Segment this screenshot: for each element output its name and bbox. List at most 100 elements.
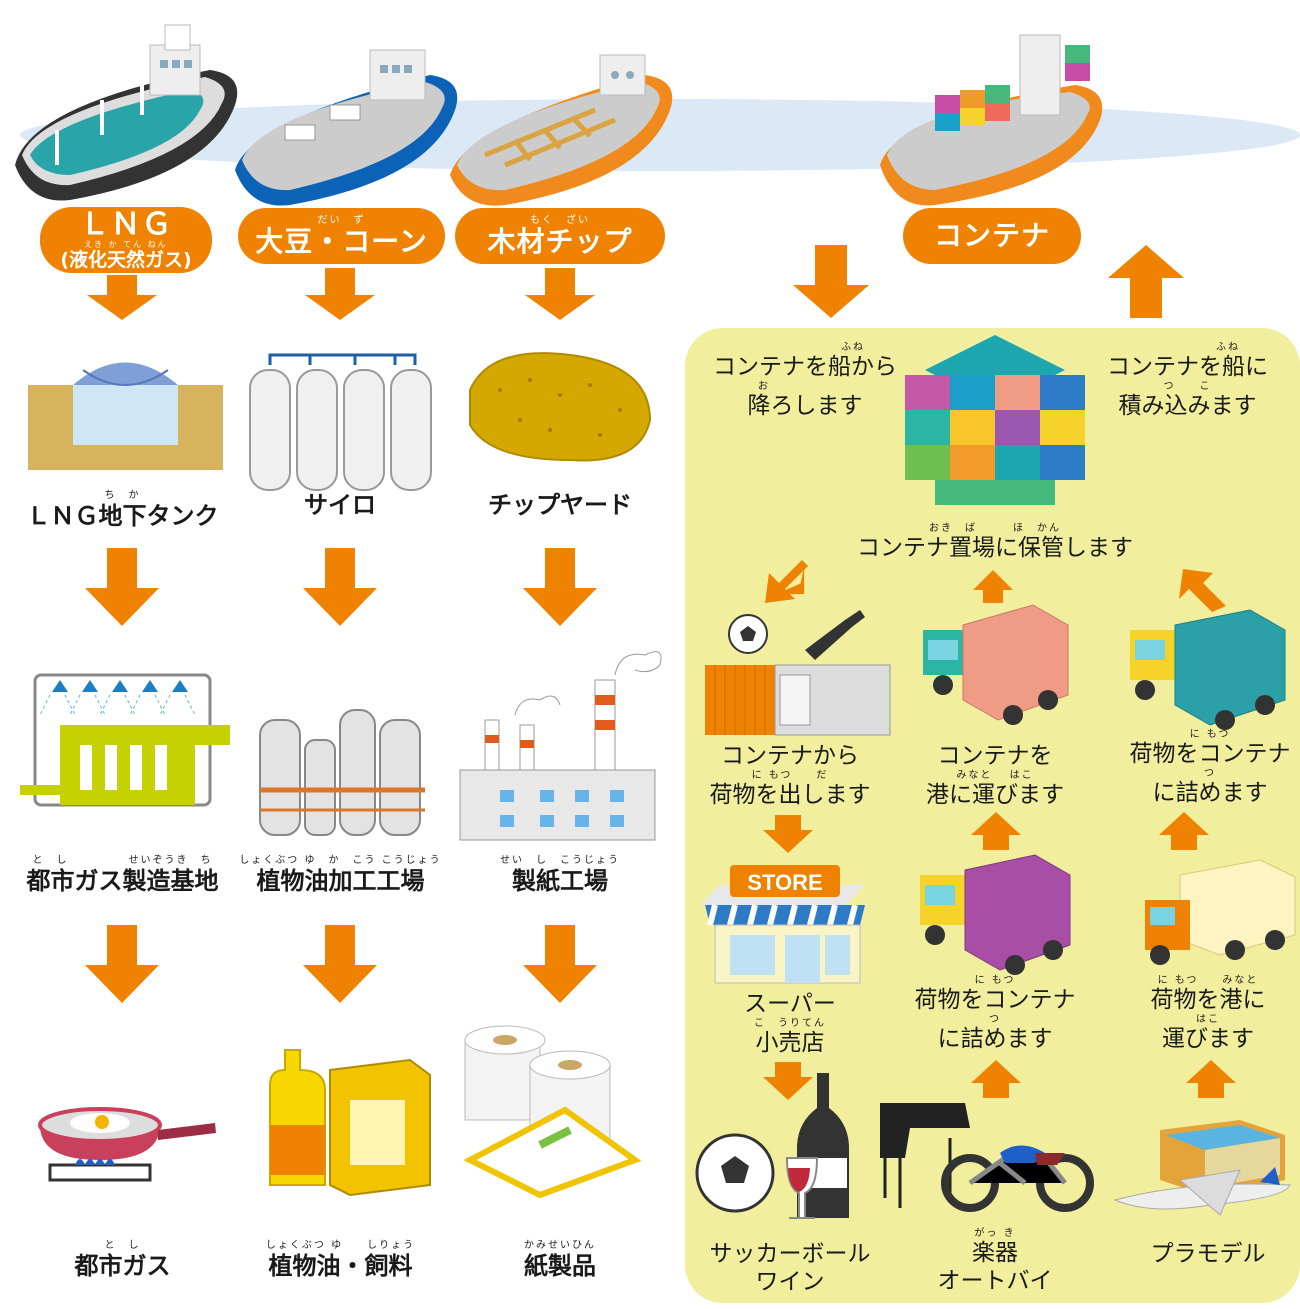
export-step-1-ruby1: に もつ	[1189, 729, 1231, 740]
import-step-2: スーパー こ うりてん 小売店	[695, 990, 885, 1057]
arrow-down-icon	[87, 275, 157, 320]
arrow-down-icon	[305, 268, 375, 320]
oil-plant-illustration	[259, 709, 425, 836]
arrow-down-icon	[763, 815, 813, 853]
soccer-ball-icon	[728, 614, 768, 654]
soy-step-3-ruby: しょくぶつ ゆ しりょう	[265, 1240, 416, 1251]
soy-pill: だい ず 大豆・コーン	[238, 208, 445, 264]
import-step-3: サッカーボール ワイン	[695, 1240, 885, 1296]
middle-step-1-ruby: みなと はこ	[956, 770, 1034, 781]
load-line2: 積み込みます	[1118, 393, 1257, 419]
unload-ruby: ふね	[841, 342, 865, 353]
load-ruby2: つ こ	[1163, 381, 1212, 392]
export-step-2: に もつ みなと 荷物を港に はこ 運びます	[1113, 975, 1300, 1053]
arrow-up-icon	[1108, 245, 1184, 318]
delivery-truck-illustration	[1145, 859, 1296, 965]
arrow-up-icon	[971, 812, 1021, 850]
import-step-3-line2: ワイン	[755, 1269, 825, 1295]
soy-ruby: だい ず	[317, 214, 366, 226]
wood-pill: もく ざい 木材チップ	[455, 208, 665, 264]
arrow-up-icon	[973, 570, 1013, 603]
silo-illustration	[249, 353, 432, 491]
arrow-down-left-icon	[765, 560, 808, 603]
middle-step-1-line1: コンテナを	[937, 743, 1053, 769]
truck-container-illustration	[923, 604, 1069, 725]
middle-step-3: がっ き 楽器 オートバイ	[900, 1228, 1090, 1295]
arrow-up-left-icon	[1179, 569, 1226, 612]
arrow-down-icon	[525, 268, 595, 320]
arrow-down-icon	[85, 548, 159, 626]
export-step-1-ruby: つ	[1204, 768, 1216, 779]
lng-pill: ＬＮＧ えき か てん ねん (液化天然ガス)	[40, 207, 212, 273]
storage-ruby: おき ば ほ かん	[929, 523, 1061, 534]
wood-step-3-label: 紙製品	[524, 1252, 596, 1280]
unload-line2: 降ろします	[747, 393, 863, 419]
storage-label: おき ば ほ かん コンテナ置場に保管します	[835, 523, 1155, 562]
arrow-down-icon	[763, 1062, 813, 1100]
arrow-up-icon	[971, 1060, 1021, 1098]
export-step-2-line1: 荷物を港に	[1150, 987, 1266, 1013]
import-step-1-line2: 荷物を出します	[709, 782, 871, 808]
unload-line1: コンテナを船から	[713, 354, 897, 380]
middle-step-1-line2: 港に運びます	[926, 782, 1064, 808]
load-label: ふね コンテナを船に つ こ 積み込みます	[1090, 342, 1285, 420]
lng-ship-illustration	[15, 24, 238, 201]
wood-label: 木材チップ	[487, 224, 633, 258]
container-ship-illustration	[880, 34, 1103, 206]
export-step-2-ruby1: に もつ みなと	[1157, 975, 1259, 986]
middle-step-2: に もつ 荷物をコンテナ つ に詰めます	[900, 975, 1090, 1053]
container-pill: コンテナ	[903, 208, 1081, 264]
middle-step-2-ruby: つ	[989, 1014, 1001, 1025]
import-step-2-line1: スーパー	[744, 991, 836, 1017]
export-step-3-line1: プラモデル	[1150, 1241, 1266, 1267]
arrow-up-icon	[1159, 812, 1209, 850]
soy-step-2-ruby: しょくぶつ ゆ か こう こうじょう	[239, 855, 442, 866]
export-step-1-line2: に詰めます	[1152, 780, 1268, 806]
store-illustration: STORE	[700, 865, 865, 984]
wood-step-2: せい し こうじょう 製紙工場	[460, 855, 660, 896]
middle-step-1: コンテナを みなと はこ 港に運びます	[900, 742, 1090, 809]
soccer-wine-illustration	[695, 1073, 849, 1219]
middle-step-3-ruby1: がっ き	[974, 1228, 1016, 1239]
middle-step-2-line2: に詰めます	[937, 1026, 1053, 1052]
lng-step-2: と し せいぞうき ち 都市ガス製造基地	[15, 855, 230, 896]
store-sign: STORE	[747, 870, 822, 895]
wood-step-2-ruby: せい し こうじょう	[500, 855, 620, 866]
wood-step-3-ruby: かみせいひん	[524, 1240, 596, 1251]
wood-step-1-label: チップヤード	[488, 491, 632, 519]
chip-ship-illustration	[450, 54, 673, 206]
paper-mill-illustration	[459, 651, 662, 841]
lng-label: ＬＮＧ	[79, 207, 173, 242]
soy-step-1-label: サイロ	[304, 491, 376, 519]
piano-motorcycle-illustration	[880, 1103, 1094, 1212]
import-step-2-line2: 小売店	[755, 1030, 825, 1056]
export-step-2-ruby: はこ	[1196, 1014, 1220, 1025]
lng-step-3: と し 都市ガス	[20, 1240, 225, 1281]
lng-step-3-label: 都市ガス	[74, 1252, 171, 1280]
load-ruby: ふね	[1216, 342, 1240, 353]
lng-step-3-ruby: と し	[104, 1240, 141, 1251]
chip-yard-illustration	[469, 352, 652, 462]
arrow-down-icon	[793, 245, 869, 318]
truck-teal-container-illustration	[1130, 609, 1286, 730]
wood-step-1: チップヤード	[460, 490, 660, 520]
wine-bottle-icon	[805, 610, 865, 660]
import-step-1-ruby: に もつ だ	[751, 770, 829, 781]
lng-step-2-ruby: と し せいぞうき ち	[32, 855, 213, 866]
import-step-2-ruby: こ うりてん	[754, 1018, 826, 1029]
arrow-diagonal-icon	[775, 565, 805, 595]
arrow-down-icon	[85, 925, 159, 1003]
arrow-down-icon	[523, 548, 597, 626]
arrow-down-icon	[523, 925, 597, 1003]
plastic-model-illustration	[1113, 1120, 1291, 1216]
middle-step-2-line1: 荷物をコンテナ	[914, 987, 1076, 1013]
gas-plant-illustration	[20, 673, 230, 807]
open-container-illustration	[705, 664, 891, 736]
oil-bottle-illustration	[269, 1049, 431, 1197]
middle-step-2-ruby1: に もつ	[974, 975, 1016, 986]
soy-step-1: サイロ	[240, 490, 440, 520]
soy-step-2-label: 植物油加工工場	[256, 867, 425, 895]
soy-step-3: しょくぶつ ゆ しりょう 植物油・飼料	[238, 1240, 443, 1281]
